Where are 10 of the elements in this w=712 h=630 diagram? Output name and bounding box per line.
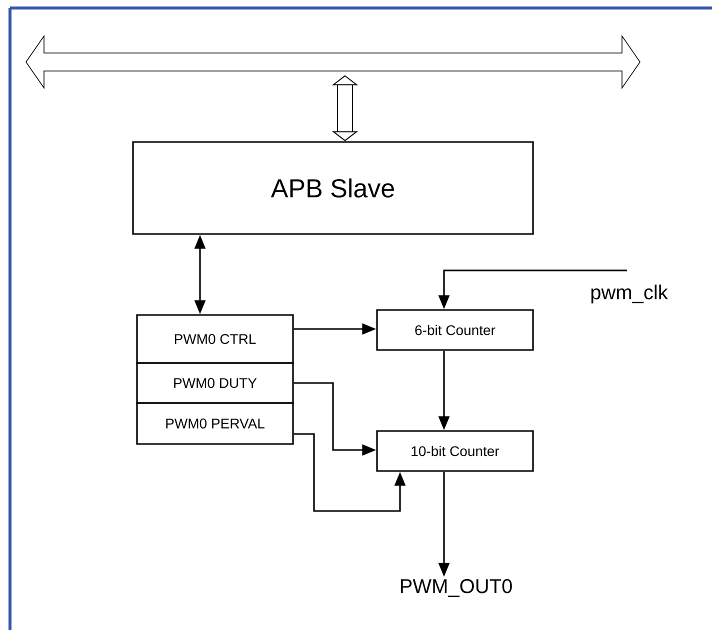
register-cell: PWM0 CTRL — [136, 314, 294, 364]
signal-label: PWM_OUT0 — [400, 579, 512, 597]
slave-block: APB Slave — [132, 141, 534, 235]
counter-block: 10-bit Counter — [376, 430, 534, 472]
counter-block: 6-bit Counter — [376, 309, 534, 351]
signal-label: pwm_clk — [591, 284, 668, 304]
bus-arrow — [26, 34, 640, 90]
register-cell: PWM0 DUTY — [136, 362, 294, 404]
bus-connector — [332, 75, 358, 142]
register-cell: PWM0 PERVAL — [136, 402, 294, 445]
